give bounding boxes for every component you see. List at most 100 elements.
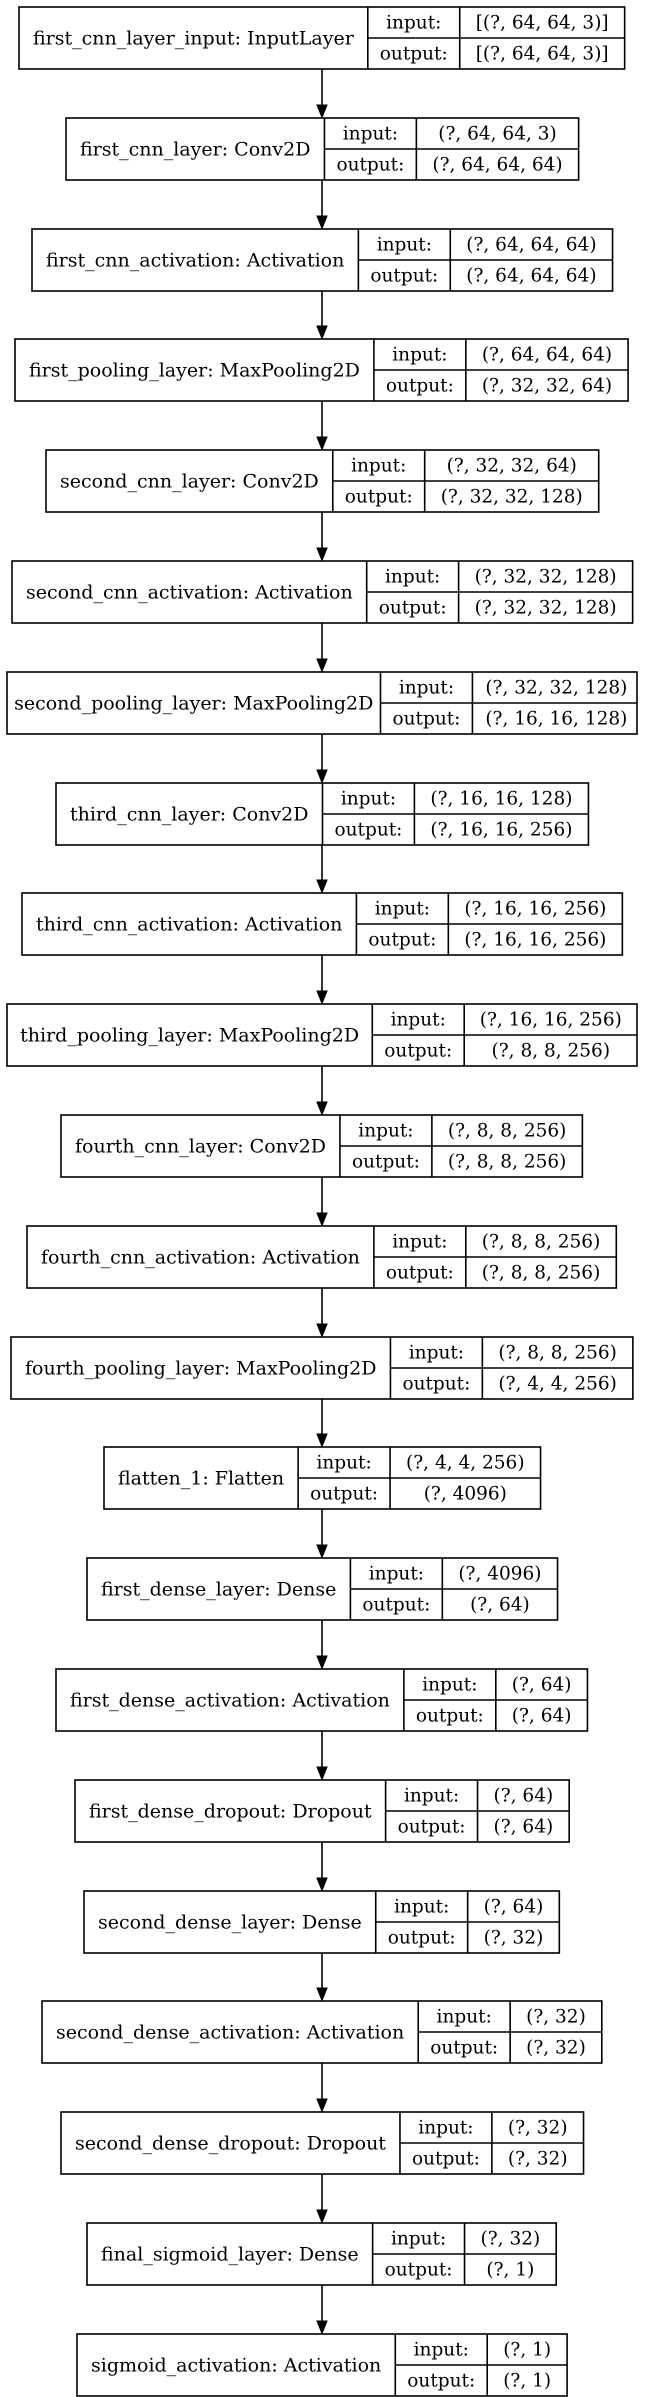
layer-node: second_dense_dropout: Dropout input: outpu… bbox=[60, 2111, 585, 2175]
output-caption: output: bbox=[368, 930, 436, 951]
edge-arrow bbox=[316, 1620, 328, 1670]
edge-arrow bbox=[316, 2174, 328, 2224]
layer-label: first_dense_layer: Dense bbox=[101, 1579, 336, 1601]
edge-arrow bbox=[316, 1177, 328, 1227]
output-caption: output: bbox=[398, 1817, 466, 1838]
arrowhead-icon bbox=[316, 1212, 328, 1227]
edge-arrow bbox=[316, 955, 328, 1005]
input-shape: (?, 32) bbox=[481, 2229, 541, 2250]
input-caption: input: bbox=[414, 2340, 469, 2361]
edge-arrow bbox=[316, 1731, 328, 1781]
arrowhead-icon bbox=[316, 1655, 328, 1670]
layer-label: third_cnn_activation: Activation bbox=[36, 914, 342, 936]
input-caption: input: bbox=[358, 1121, 413, 1142]
output-caption: output: bbox=[384, 1041, 452, 1062]
edge-arrow bbox=[316, 845, 328, 894]
edge-arrow bbox=[316, 1066, 328, 1116]
arrowhead-icon bbox=[316, 990, 328, 1005]
input-caption: input: bbox=[394, 1897, 449, 1918]
edge-arrow bbox=[316, 69, 328, 119]
input-caption: input: bbox=[437, 2007, 492, 2028]
layer-label: first_cnn_layer_input: InputLayer bbox=[33, 28, 355, 50]
input-shape: (?, 64, 64, 64) bbox=[466, 235, 596, 256]
layer-node: third_pooling_layer: MaxPooling2Dinput:o… bbox=[6, 1003, 638, 1067]
output-shape: (?, 64) bbox=[494, 1817, 554, 1838]
input-shape: (?, 32, 32, 128) bbox=[485, 678, 627, 699]
output-caption: output: bbox=[386, 376, 454, 397]
layer-node: first_dense_layer: Denseinput:output:(?,… bbox=[86, 1557, 559, 1621]
arrowhead-icon bbox=[316, 1323, 328, 1338]
output-shape: (?, 32) bbox=[508, 2149, 568, 2170]
input-shape: (?, 4, 4, 256) bbox=[406, 1453, 525, 1474]
output-caption: output: bbox=[352, 1152, 420, 1173]
input-shape: (?, 32) bbox=[526, 2007, 586, 2028]
layer-node: second_dense_activation: Activationinput… bbox=[41, 2000, 603, 2064]
edge-arrow bbox=[316, 734, 328, 784]
layer-label: fourth_cnn_layer: Conv2D bbox=[75, 1136, 326, 1158]
output-caption: output: bbox=[385, 2260, 453, 2281]
arrowhead-icon bbox=[316, 1877, 328, 1892]
layer-label: flatten_1: Flatten bbox=[118, 1468, 284, 1490]
edge-arrow bbox=[316, 401, 328, 451]
output-shape: (?, 64, 64, 64) bbox=[466, 266, 596, 287]
arrowhead-icon bbox=[316, 2320, 328, 2335]
edge-arrow bbox=[316, 623, 328, 673]
layer-label: second_dense_layer: Dense bbox=[98, 1912, 362, 1934]
input-caption: input: bbox=[404, 1786, 459, 1807]
arrowhead-icon bbox=[316, 1544, 328, 1559]
input-caption: input: bbox=[392, 1232, 447, 1253]
output-caption: output: bbox=[310, 1484, 378, 1505]
arrowhead-icon bbox=[316, 658, 328, 673]
output-shape: (?, 4, 4, 256) bbox=[498, 1374, 617, 1395]
arrowhead-icon bbox=[316, 879, 328, 894]
layer-node: first_cnn_activation: Activationinput:ou… bbox=[31, 228, 614, 292]
input-caption: input: bbox=[422, 1675, 477, 1696]
output-shape: (?, 32) bbox=[526, 2038, 586, 2059]
input-caption: input: bbox=[341, 789, 396, 810]
arrowhead-icon bbox=[316, 1101, 328, 1116]
output-caption: output: bbox=[388, 1928, 456, 1949]
output-shape: (?, 8, 8, 256) bbox=[448, 1152, 567, 1173]
output-caption: output: bbox=[362, 1595, 430, 1616]
layer-label: second_dense_dropout: Dropout bbox=[75, 2133, 386, 2155]
output-shape: (?, 1) bbox=[503, 2371, 551, 2392]
layer-label: final_sigmoid_layer: Dense bbox=[101, 2244, 359, 2266]
output-caption: output: bbox=[386, 1263, 454, 1284]
output-shape: (?, 32) bbox=[484, 1928, 544, 1949]
layer-label: first_dense_dropout: Dropout bbox=[89, 1801, 372, 1823]
arrowhead-icon bbox=[316, 215, 328, 230]
output-shape: (?, 64) bbox=[512, 1706, 572, 1727]
layer-label: first_dense_activation: Activation bbox=[70, 1690, 390, 1712]
arrowhead-icon bbox=[316, 104, 328, 119]
layer-node: flatten_1: Flatten input: output: (?, 4, 4,… bbox=[103, 1446, 542, 1510]
input-caption: input: bbox=[386, 13, 441, 34]
input-shape: (?, 32) bbox=[508, 2118, 568, 2139]
input-caption: input: bbox=[391, 2229, 446, 2250]
input-shape: (?, 64) bbox=[494, 1786, 554, 1807]
edge-arrow bbox=[316, 512, 328, 562]
input-shape: (?, 16, 16, 128) bbox=[430, 789, 572, 810]
edge-arrow bbox=[316, 2063, 328, 2113]
layer-node: first_pooling_layer: MaxPooling2Dinput:o… bbox=[14, 338, 629, 402]
output-shape: (?, 32, 32, 64) bbox=[482, 376, 612, 397]
output-caption: output: bbox=[334, 820, 402, 841]
output-shape: (?, 16, 16, 256) bbox=[464, 930, 606, 951]
input-caption: input: bbox=[418, 2118, 473, 2139]
arrowhead-icon bbox=[316, 1766, 328, 1781]
layer-label: third_pooling_layer: MaxPooling2D bbox=[20, 1025, 359, 1047]
output-shape: (?, 4096) bbox=[424, 1484, 507, 1505]
layer-label: first_cnn_layer: Conv2D bbox=[80, 139, 310, 161]
output-caption: output: bbox=[336, 155, 404, 176]
input-shape: (?, 64, 64, 64) bbox=[482, 345, 612, 366]
input-caption: input: bbox=[385, 567, 440, 588]
edge-arrow bbox=[316, 180, 328, 230]
output-caption: output: bbox=[412, 2149, 480, 2170]
layer-node: final_sigmoid_layer: Dense input: output: (… bbox=[86, 2222, 558, 2286]
input-caption: input: bbox=[316, 1453, 371, 1474]
input-shape: (?, 16, 16, 256) bbox=[464, 899, 606, 920]
layer-node: fourth_pooling_layer: MaxPooling2Dinput:… bbox=[10, 1336, 634, 1400]
input-shape: (?, 32, 32, 128) bbox=[475, 567, 617, 588]
output-shape: (?, 1) bbox=[486, 2260, 534, 2281]
layer-node: first_cnn_layer_input: InputLayerinput:o… bbox=[18, 6, 626, 70]
